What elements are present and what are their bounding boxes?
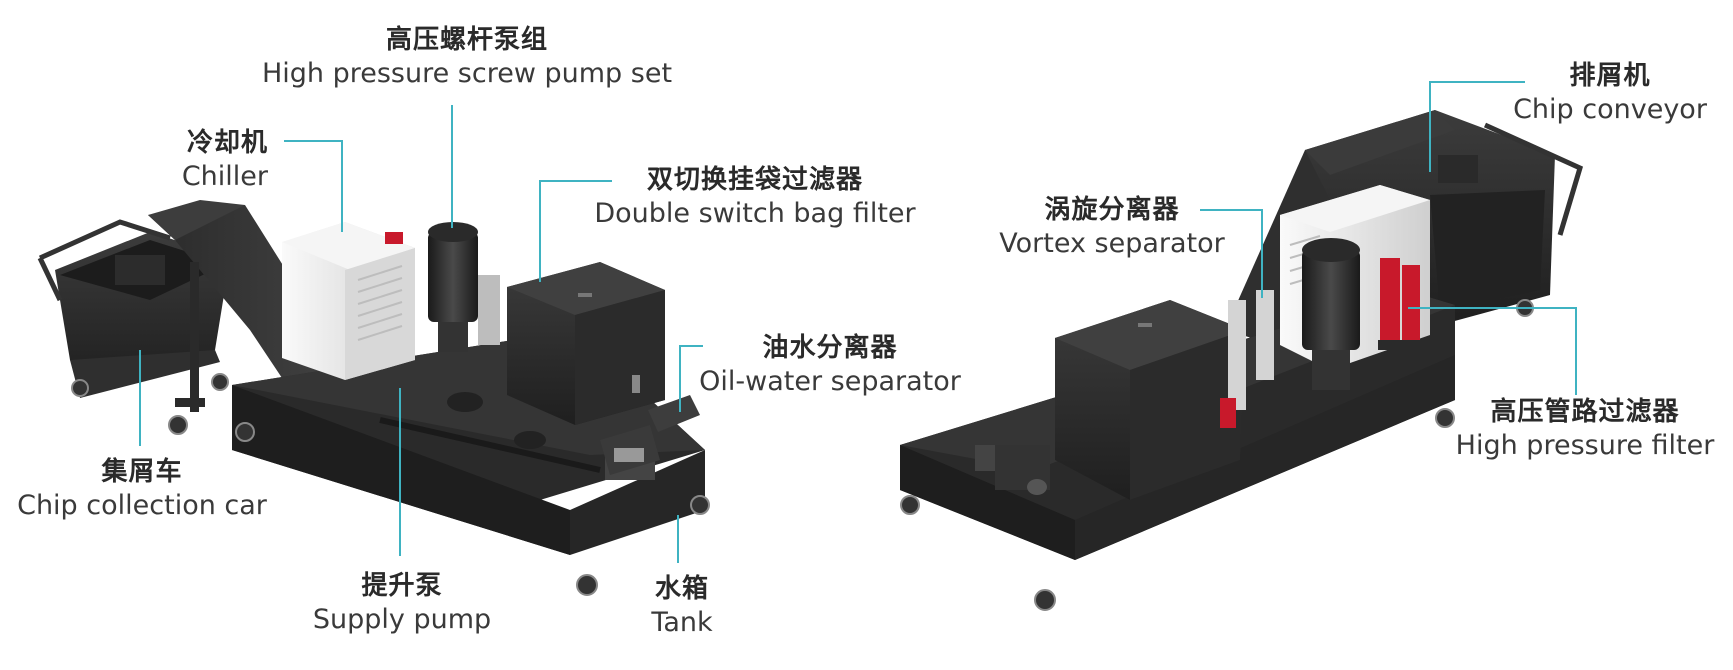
vortex-separator-shape <box>1220 290 1274 428</box>
label-bag-filter: 双切换挂袋过滤器 Double switch bag filter <box>594 165 916 229</box>
leader-chiller <box>284 140 343 232</box>
label-pump-set-en: High pressure screw pump set <box>261 57 673 89</box>
leader-lines <box>139 81 1577 563</box>
label-chiller-en: Chiller <box>181 160 268 192</box>
pump-set-shape <box>428 222 500 352</box>
right-machine <box>900 110 1584 611</box>
leader-bag-filter <box>539 180 612 282</box>
label-oil-water: 油水分离器 Oil-water separator <box>699 333 961 397</box>
label-bag-filter-en: Double switch bag filter <box>594 197 916 229</box>
label-pump-set-zh: 高压螺杆泵组 <box>385 25 549 55</box>
label-hp-filter: 高压管路过滤器 High pressure filter <box>1455 397 1715 461</box>
label-oil-water-en: Oil-water separator <box>699 365 961 397</box>
leader-vortex <box>1200 209 1263 298</box>
label-tank: 水箱 Tank <box>651 574 713 638</box>
label-chip-conveyor-zh: 排屑机 <box>1569 61 1651 91</box>
bag-filter-shape <box>507 262 665 425</box>
label-vortex-zh: 涡旋分离器 <box>1044 195 1180 225</box>
oil-water-separator-shape <box>600 395 700 475</box>
label-pump-set: 高压螺杆泵组 High pressure screw pump set <box>261 25 673 89</box>
label-chiller: 冷却机 Chiller <box>181 128 268 192</box>
hp-filter-shape <box>1378 258 1422 350</box>
label-chip-conveyor-en: Chip conveyor <box>1513 93 1707 125</box>
chip-collection-car-shape <box>37 219 230 435</box>
label-supply-pump: 提升泵 Supply pump <box>312 571 492 635</box>
leader-chip-conveyor <box>1429 81 1525 172</box>
label-oil-water-zh: 油水分离器 <box>762 333 898 363</box>
label-chip-car-en: Chip collection car <box>17 489 267 521</box>
label-chip-car-zh: 集屑车 <box>101 457 183 487</box>
leader-hp-filter <box>1408 307 1577 395</box>
label-vortex-en: Vortex separator <box>999 227 1225 259</box>
right-pump-shape <box>1302 238 1360 390</box>
label-tank-en: Tank <box>651 606 713 638</box>
label-tank-zh: 水箱 <box>654 574 710 604</box>
label-chiller-zh: 冷却机 <box>186 128 268 158</box>
label-vortex: 涡旋分离器 Vortex separator <box>999 195 1225 259</box>
right-bag-filter-shape <box>1055 300 1245 500</box>
leader-oil-water <box>679 345 703 412</box>
label-hp-filter-en: High pressure filter <box>1455 429 1715 461</box>
chiller-shape <box>282 222 415 380</box>
label-chip-car: 集屑车 Chip collection car <box>17 457 267 521</box>
label-hp-filter-zh: 高压管路过滤器 <box>1490 397 1680 427</box>
label-supply-pump-zh: 提升泵 <box>361 571 443 601</box>
label-bag-filter-zh: 双切换挂袋过滤器 <box>646 165 863 195</box>
label-chip-conveyor: 排屑机 Chip conveyor <box>1513 61 1707 125</box>
label-supply-pump-en: Supply pump <box>312 603 492 635</box>
